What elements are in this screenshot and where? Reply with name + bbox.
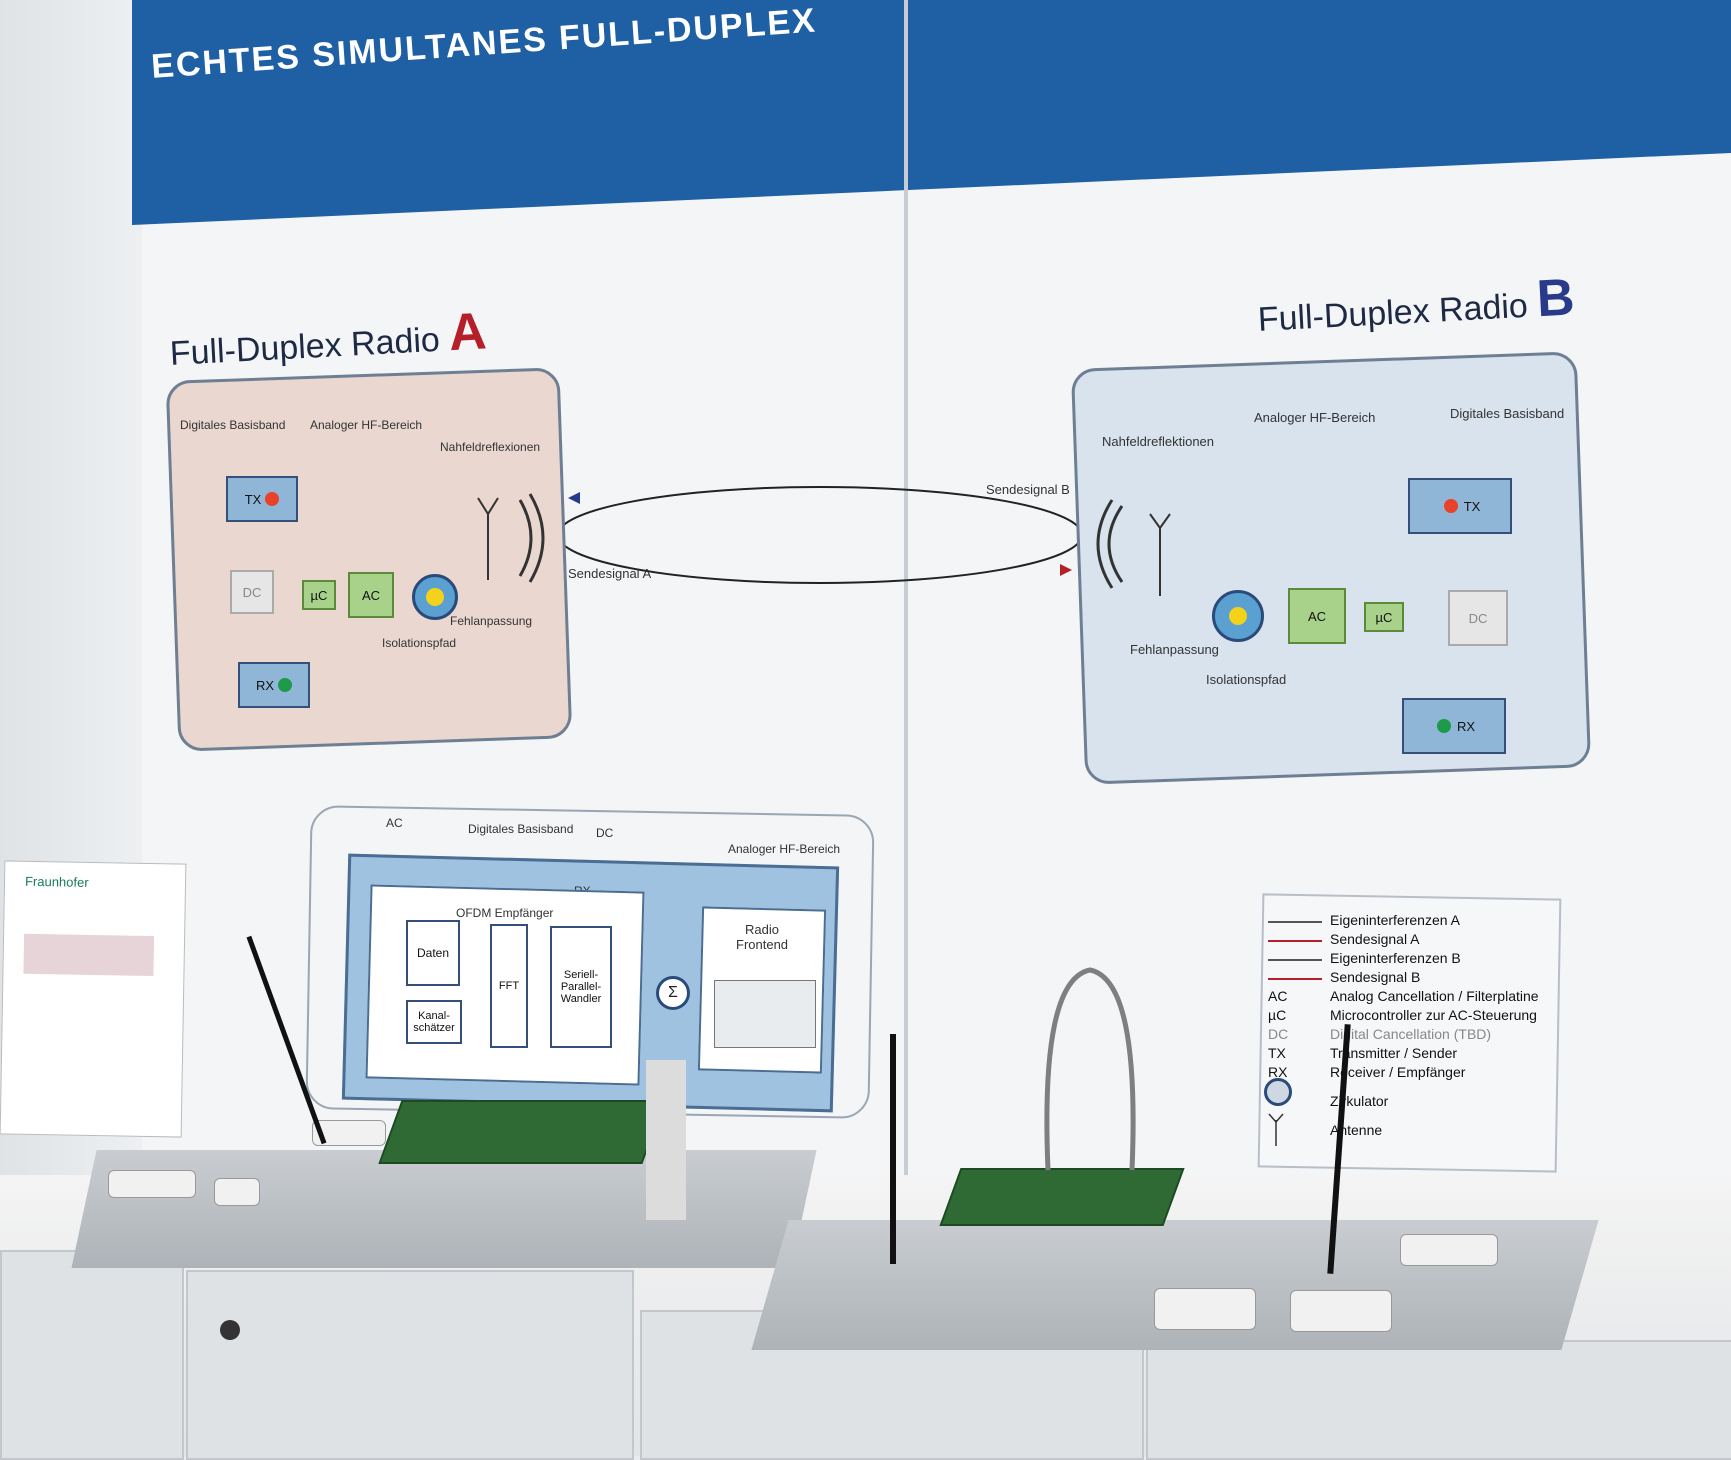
legend-line [1268,978,1322,980]
legend-row: Receiver / Empfänger [1330,1064,1466,1080]
seriell-block: Seriell- Parallel- Wandler [550,926,612,1048]
panel-seam [904,0,908,1400]
radio-a-fehlanpassung: Fehlanpassung [450,614,533,628]
radio-b-tx-block: TX [1408,478,1512,534]
usrp-device [714,980,816,1048]
setup-b-box [1154,1288,1256,1330]
radio-a-rx-block: RX [238,662,310,708]
legend-row: Digital Cancellation (TBD) [1330,1026,1492,1042]
setup-a-pcb [378,1100,666,1164]
legend-row: Sendesignal A [1330,931,1420,947]
radio-b-fehlanpassung: Fehlanpassung [1130,642,1219,657]
radio-a-letter: A [447,302,488,363]
fft-block: FFT [490,924,528,1048]
legend-row: Analog Cancellation / Filterplatine [1330,988,1539,1004]
cabinet-lock-icon [220,1320,240,1340]
rx-dot-icon [278,678,293,692]
sendesignal-b-label: Sendesignal B [986,482,1070,497]
legend-row: Eigeninterferenzen B [1330,950,1461,966]
setup-b-usrp [1290,1290,1392,1332]
setup-a-usb-dongle [108,1170,196,1198]
radio-b-zone-analog: Analoger HF-Bereich [1254,410,1376,425]
radio-a-tx-block: TX [226,476,298,522]
radio-a-rx-label: RX [255,677,275,693]
legend-line [1268,959,1322,961]
kanal-block: Kanal- schätzer [406,1000,462,1044]
radio-b-uc-block: µC [1364,602,1404,632]
tx-dot-icon [1443,499,1458,513]
setup-b-cable [1044,967,1136,1171]
radio-b-nahfeld: Nahfeldreflektionen [1102,434,1215,449]
sum-node: Σ [656,976,690,1010]
radio-a-dc-block: DC [230,570,274,614]
legend-row: Eigeninterferenzen A [1330,912,1460,928]
diagram-digital-label: Digitales Basisband [468,822,574,836]
ofdm-label: OFDM Empfänger [456,906,554,920]
radio-b-rx-label: RX [1456,718,1476,734]
radio-b-letter: B [1535,268,1576,329]
diagram-analog-label: Analoger HF-Bereich [728,842,841,856]
radio-a-title-text: Full-Duplex Radio [168,320,441,373]
legend-key: RX [1268,1064,1288,1080]
radio-b-isolationspfad: Isolationspfad [1206,672,1287,687]
radio-b-ac-block: AC [1288,588,1346,644]
brochure-image [23,933,155,977]
cabinet-far-right [1146,1340,1731,1460]
diagram-ac-label: AC [386,816,403,830]
diagram-dc-label: DC [596,826,614,840]
setup-b-device [1400,1234,1498,1266]
legend-row: Microcontroller zur AC-Steuerung [1330,1007,1537,1023]
legend-row: Transmitter / Sender [1330,1045,1458,1061]
radio-frontend-label: Radio Frontend [736,922,789,952]
cabinet-middle [186,1270,634,1460]
radio-a-zone-digital: Digitales Basisband [180,418,286,432]
rx-dot-icon [1436,719,1451,733]
radio-b-title-text: Full-Duplex Radio [1256,286,1529,339]
sendesignal-a-label: Sendesignal A [568,566,652,581]
setup-b-antenna-left-icon [890,1034,896,1264]
legend-line [1268,921,1322,923]
legend-key: DC [1268,1026,1289,1042]
radio-a-circulator-icon [412,574,458,620]
radio-b-tx-label: TX [1463,498,1481,514]
legend-key: AC [1268,988,1288,1004]
radio-b-zone-digital: Digitales Basisband [1450,406,1565,421]
zirkulator-icon [1264,1078,1292,1106]
cabinet-left [0,1250,184,1460]
antenne-icon [1268,1113,1284,1146]
radio-a-zone-analog: Analoger HF-Bereich [310,418,423,432]
legend-key: TX [1268,1045,1286,1061]
setup-a-stand [646,1060,686,1220]
radio-b-antenna-icon [1096,499,1171,596]
brochure-brand: Fraunhofer [24,873,89,890]
radio-b-dc-block: DC [1448,590,1508,646]
legend-key: µC [1268,1007,1287,1023]
radio-a-nahfeld: Nahfeldreflexionen [440,440,541,454]
daten-block: Daten [406,920,460,986]
radio-a-antenna-icon [477,493,545,583]
setup-a-plate [71,1150,817,1268]
legend-row: Sendesignal B [1330,969,1421,985]
tx-dot-icon [265,492,280,506]
radio-b-circulator-icon [1212,590,1264,642]
radio-b-rx-block: RX [1402,698,1506,754]
legend-line [1268,940,1322,942]
setup-a-module [214,1178,260,1206]
radio-a-ac-block: AC [348,572,394,618]
radio-a-isolationspfad: Isolationspfad [382,636,457,650]
brochure: Fraunhofer [0,860,187,1138]
radio-a-uc-block: µC [302,580,336,610]
radio-a-tx-label: TX [244,491,262,507]
